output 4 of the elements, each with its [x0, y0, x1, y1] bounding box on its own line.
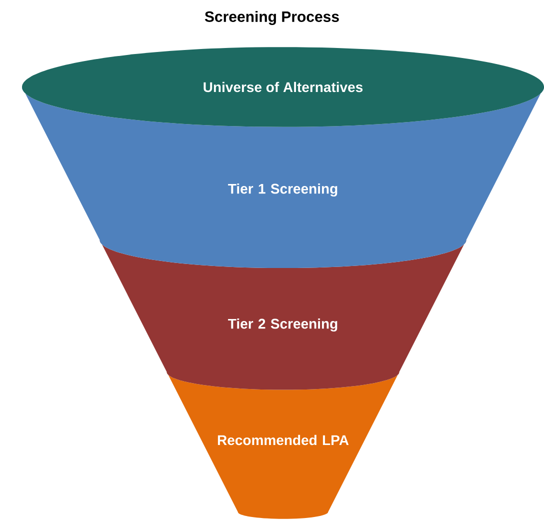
- funnel-band: Tier 2 Screening: [100, 240, 466, 390]
- funnel-top: Universe of Alternatives: [22, 47, 544, 127]
- funnel-band: Recommended LPA: [166, 372, 400, 519]
- title: Screening Process: [204, 10, 339, 26]
